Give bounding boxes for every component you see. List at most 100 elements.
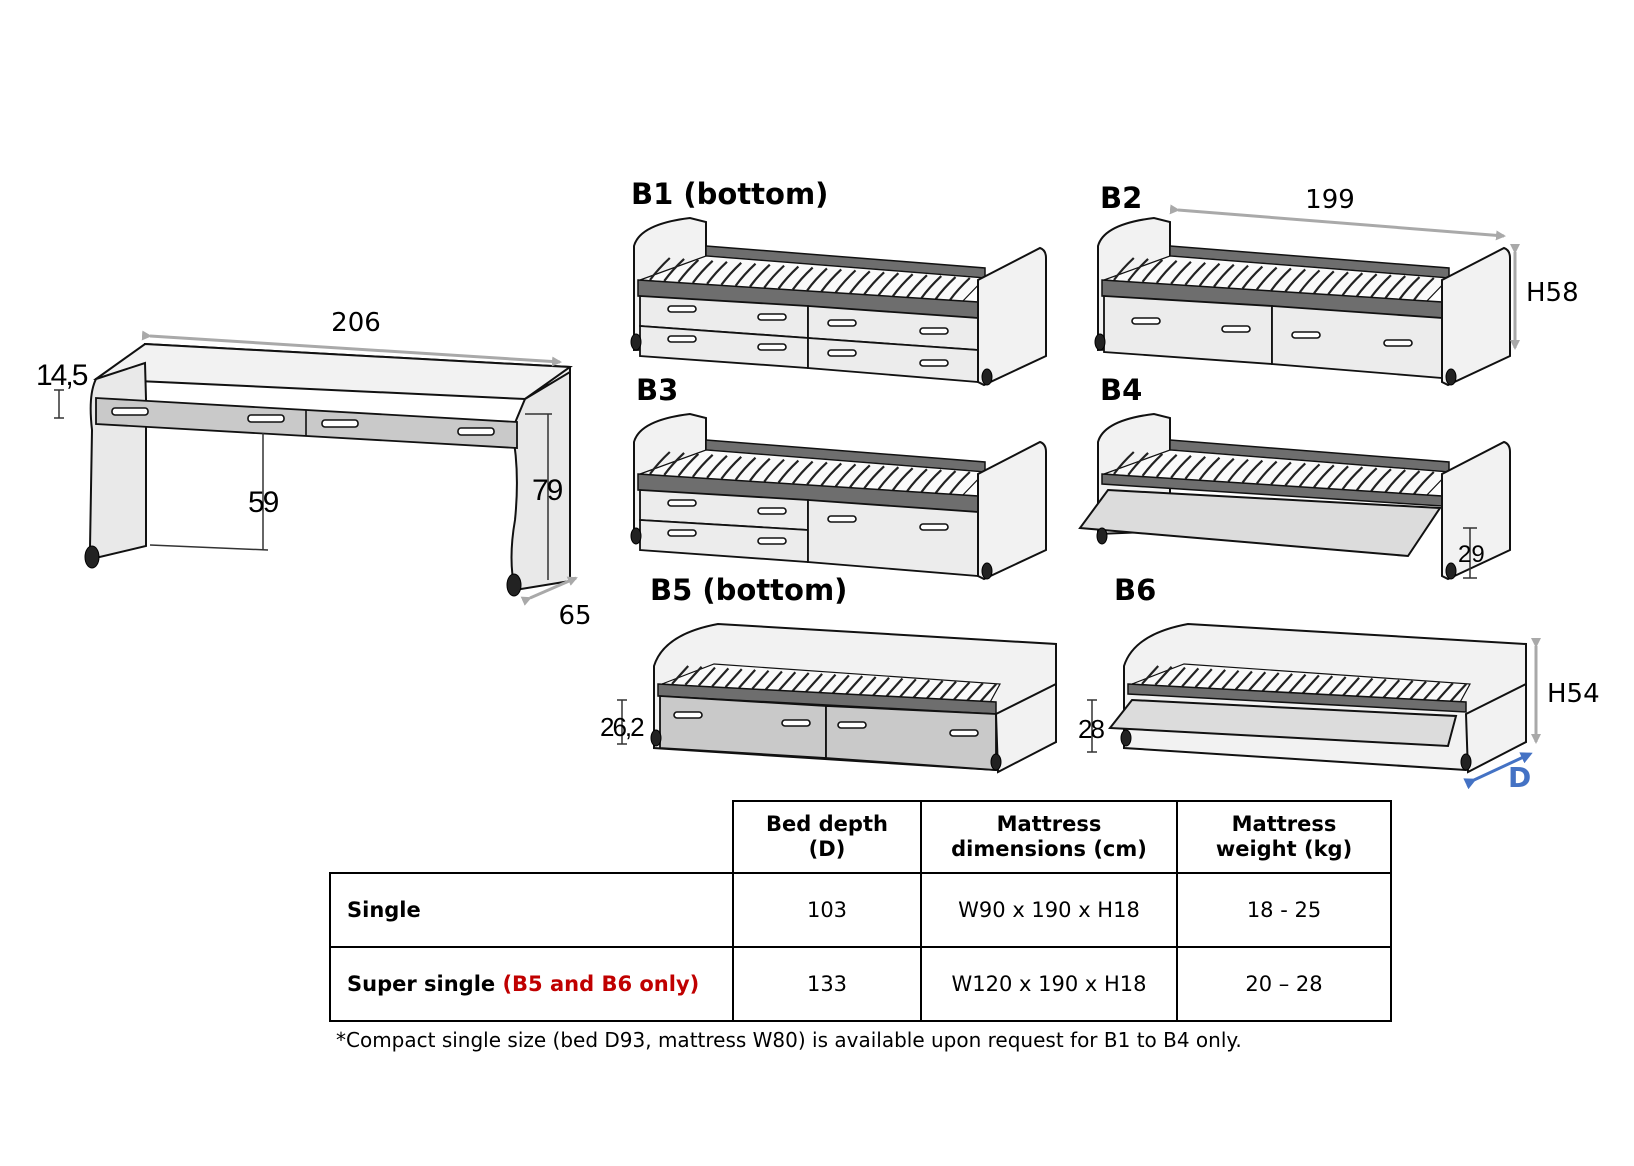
bed-slat: [1255, 460, 1278, 485]
bed-slat: [1234, 670, 1253, 691]
bed-b4-label: B4: [1100, 373, 1142, 407]
bed-b5-label: B5 (bottom): [650, 573, 847, 607]
bed-slat: [724, 668, 743, 688]
bed-b5: B5 (bottom) 26,2: [600, 573, 1057, 774]
bed-slat: [791, 266, 814, 291]
bed-slat: [1198, 456, 1221, 481]
row-label-text: Single: [347, 898, 421, 922]
bed-slat: [734, 262, 757, 287]
bed-slat: [1413, 277, 1435, 301]
bed-slat: [791, 460, 814, 485]
bed-slat: [1154, 666, 1173, 686]
bed-slat: [1127, 452, 1149, 476]
bed-slat: [1275, 673, 1293, 693]
bed-slat: [949, 277, 971, 301]
bed-slat: [778, 671, 797, 691]
bed-b5-side-height-label: 26,2: [600, 712, 644, 742]
desk-top-panel-label: 14,5: [36, 359, 88, 392]
bed-slat: [818, 673, 837, 694]
bed-slat: [1398, 470, 1421, 494]
bed-slat: [891, 273, 914, 297]
bed-slat: [1141, 259, 1164, 283]
bed-slat: [885, 677, 904, 698]
bed-slat: [1181, 667, 1200, 688]
bed-slat: [939, 680, 957, 701]
bed-slat: [1355, 273, 1378, 297]
bed-slat: [1184, 261, 1206, 286]
bed-slat: [949, 471, 971, 495]
bed-slat: [671, 665, 690, 685]
bed-slat: [763, 264, 785, 289]
bed-slat: [1342, 676, 1360, 697]
bed-slat: [763, 458, 785, 483]
bed-slat: [791, 672, 810, 692]
bed-slat: [1184, 455, 1206, 480]
bed-slat: [1255, 266, 1278, 291]
bed-slat: [1355, 467, 1378, 491]
bed-slat: [1341, 466, 1364, 490]
bed-slat: [1241, 265, 1264, 290]
row-label: Single: [329, 872, 734, 948]
header-mattress-dimensions-line1: Mattress: [996, 811, 1102, 836]
cell-mattress-dimensions: W120 x 190 x H18: [920, 946, 1178, 1022]
bed-slat: [777, 265, 800, 290]
cell-bed-depth: 103: [732, 872, 922, 948]
bed-slat: [952, 681, 971, 702]
bed-slat: [1284, 268, 1306, 293]
bed-slat: [1298, 463, 1321, 488]
header-mattress-weight-line2: weight (kg): [1215, 837, 1353, 861]
bed-slat: [1313, 464, 1335, 488]
bed-slat: [849, 270, 871, 294]
header-bed-depth-line2: (D): [808, 837, 846, 861]
bed-slat: [1208, 669, 1226, 689]
bed-slat: [684, 666, 703, 686]
footnote: *Compact single size (bed D93, mattress …: [336, 1028, 1242, 1052]
bed-slat: [1221, 669, 1240, 690]
bed-b2-height-label: H58: [1526, 278, 1579, 308]
bed-slat: [1301, 674, 1320, 695]
bed-slat: [920, 275, 942, 299]
desk-leg-clearance-label: 59: [248, 486, 279, 519]
bed-slat: [1370, 274, 1392, 298]
spec-table: Bed depth (D) Mattress dimensions (cm) M…: [329, 800, 1392, 1022]
bed-slat: [1241, 459, 1264, 484]
bed-slat: [1384, 469, 1406, 493]
bed-slat: [649, 451, 671, 475]
table-row: Super single (B5 and B6 only) 133 W120 x…: [329, 946, 1392, 1022]
bed-slat: [831, 674, 850, 695]
bed-slat: [906, 274, 928, 298]
bed-slat: [1298, 269, 1321, 294]
bed-slat: [1327, 271, 1349, 295]
bed-slat: [1395, 680, 1414, 700]
bed-slat: [934, 276, 957, 300]
bed-slat: [1370, 468, 1392, 492]
bed-slat: [749, 457, 771, 482]
header-mattress-dimensions: Mattress dimensions (cm): [920, 800, 1178, 874]
bed-slat: [1113, 257, 1135, 281]
bed-slat: [965, 682, 984, 702]
bed-slat: [1288, 673, 1307, 694]
bed-slat: [845, 675, 864, 695]
cell-mattress-weight: 20 – 28: [1176, 946, 1392, 1022]
bed-slat: [1170, 261, 1192, 285]
bed-slat: [677, 259, 700, 283]
bed-slat: [1141, 453, 1164, 477]
bed-slat: [697, 666, 716, 687]
bed-slat: [706, 455, 728, 479]
header-mattress-weight-line1: Mattress: [1231, 811, 1337, 836]
bed-slat: [1270, 267, 1292, 292]
cell-mattress-weight: 18 - 25: [1176, 872, 1392, 948]
bed-slat: [891, 467, 914, 491]
bed-slat: [806, 461, 828, 486]
bed-slat: [720, 261, 742, 286]
row-label-note: (B5 and B6 only): [502, 972, 700, 996]
table-row: Single 103 W90 x 190 x H18 18 - 25: [329, 872, 1392, 948]
bed-slat: [858, 676, 877, 696]
row-label-text: Super single: [347, 972, 496, 996]
bed-slat: [1328, 676, 1347, 696]
bed-slat: [720, 455, 742, 480]
bed-b2: B2 199 H58: [1094, 181, 1579, 387]
header-bed-depth: Bed depth (D): [732, 800, 922, 874]
bed-slat: [1368, 678, 1387, 699]
